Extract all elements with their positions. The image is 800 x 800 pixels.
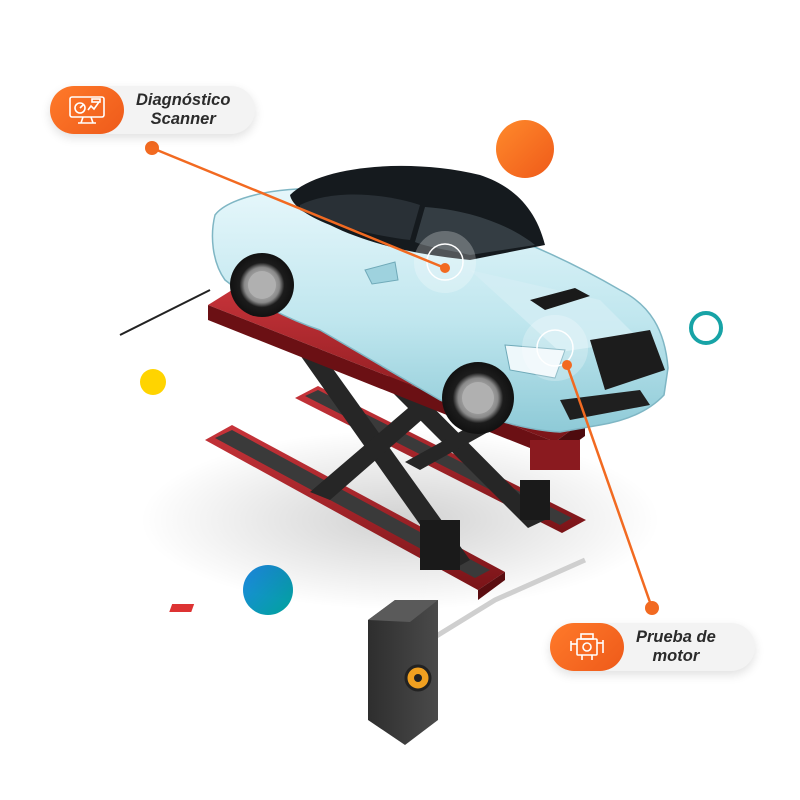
control-hose <box>428 557 587 643</box>
scanner-label-line1: Diagnóstico <box>136 91 231 109</box>
engine-callout-line <box>565 364 659 615</box>
car <box>211 165 669 434</box>
motor-label-line1: Prueba de <box>636 628 716 646</box>
engine-icon <box>550 623 624 671</box>
air-hose <box>119 289 211 336</box>
motor-label-line2: motor <box>652 647 700 665</box>
scanner-target-ring <box>414 231 476 293</box>
orange-dot <box>496 120 554 178</box>
diagnostico-scanner-callout[interactable]: Diagnóstico Scanner <box>50 86 255 134</box>
teal-ring <box>689 311 723 345</box>
engine-target-ring <box>522 315 588 381</box>
diagnostic-monitor-icon <box>50 86 124 134</box>
scanner-label-line2: Scanner <box>150 110 216 128</box>
prueba-de-motor-callout[interactable]: Prueba de motor <box>550 623 755 671</box>
control-console <box>169 600 438 745</box>
yellow-dot <box>140 369 166 395</box>
scanner-callout-line <box>145 141 446 270</box>
